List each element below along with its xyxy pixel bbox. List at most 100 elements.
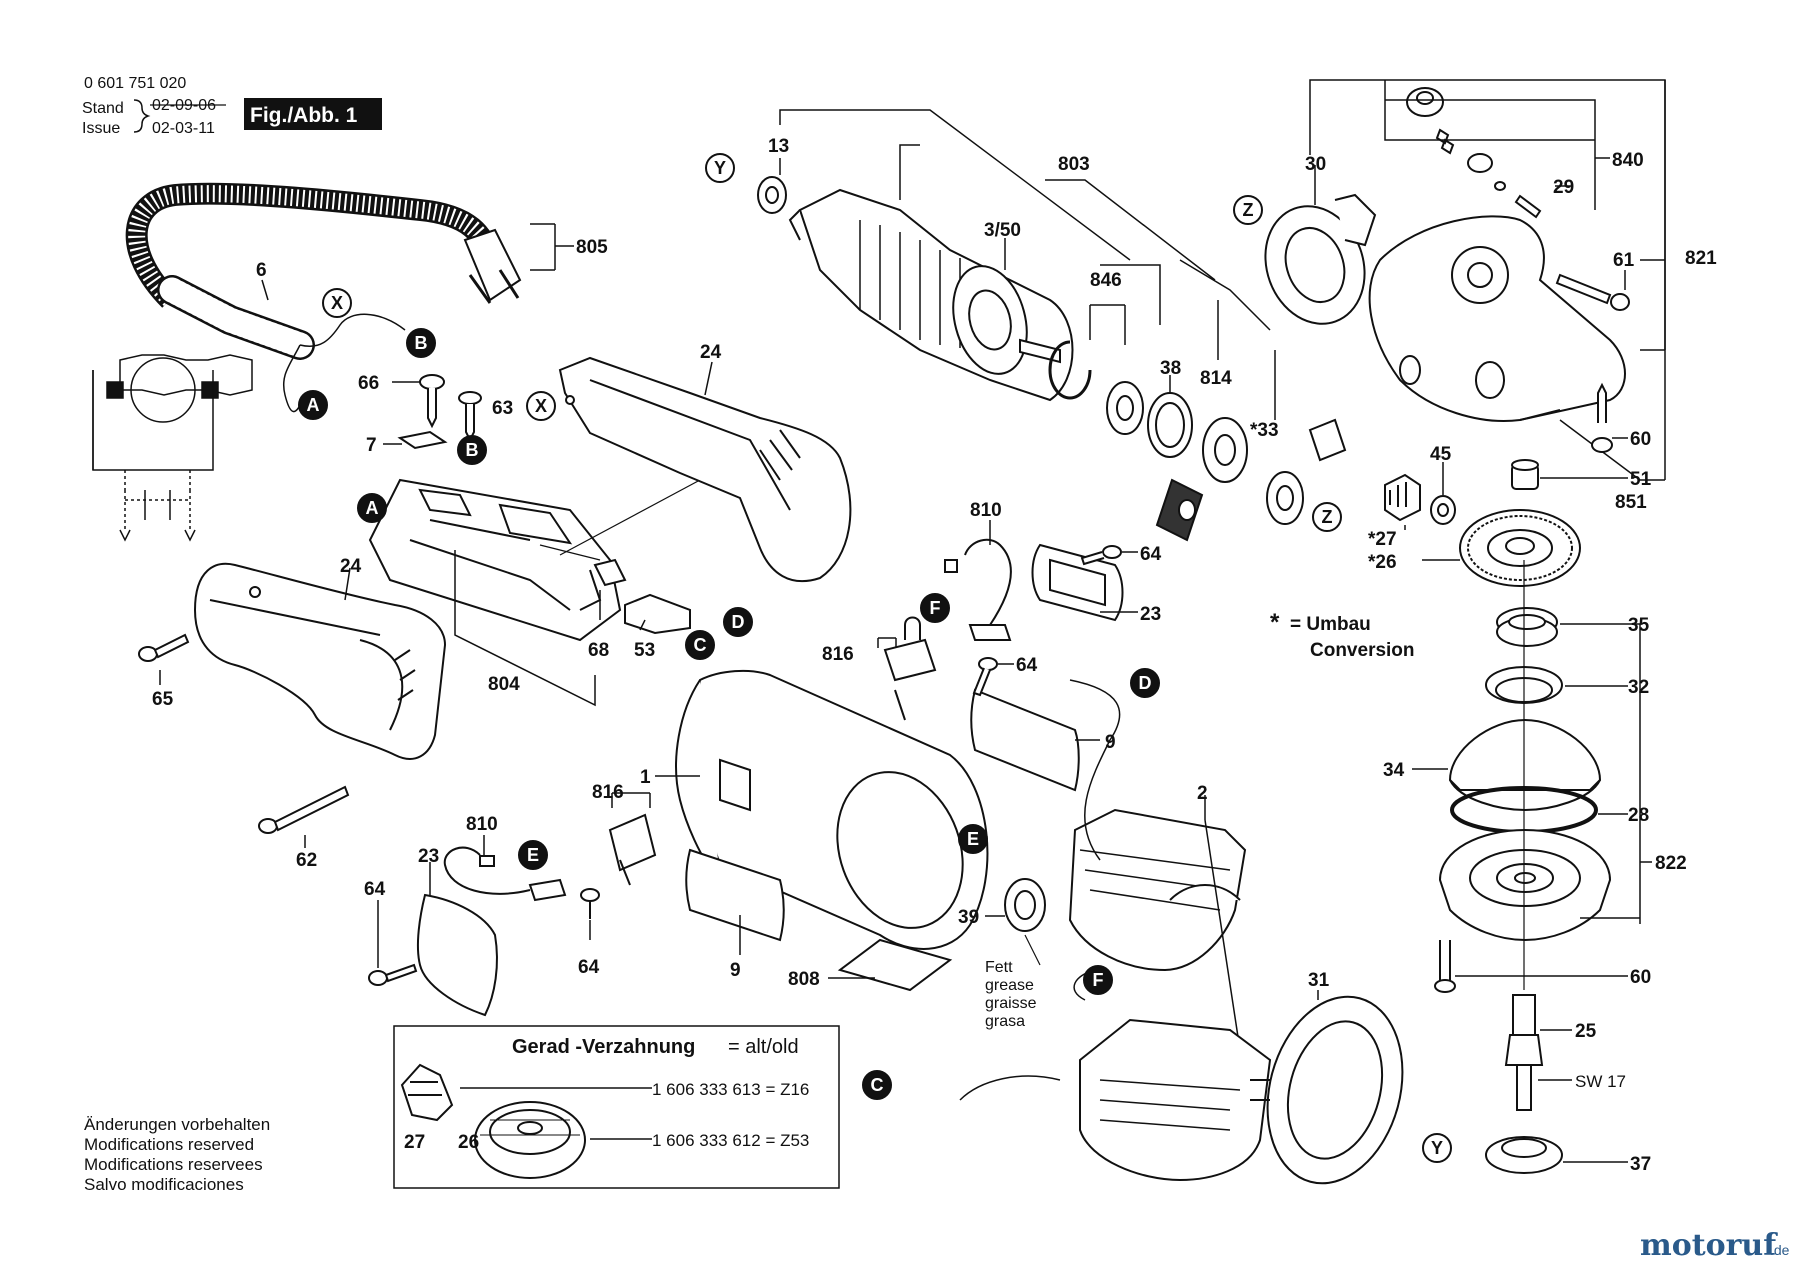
armature [788,188,1074,402]
label-60-top: 60 [1630,429,1651,450]
label-1: 1 [640,767,651,788]
label-64-right: 64 [1140,544,1162,565]
screw-60-top [1591,382,1613,453]
field-coil [1079,1018,1272,1182]
wiring-schematic [92,354,253,542]
callout-d-circle [1130,668,1160,698]
carbon-brush-810-top [944,538,1012,641]
label-840: 840 [1612,150,1644,171]
bevel-gear-30 [1264,193,1377,325]
callout-e-circle [518,840,548,870]
label-2: 2 [1197,783,1208,804]
label-822: 822 [1655,853,1687,874]
callout-a-circle [298,390,328,420]
grease-note-2: grease [985,977,1034,994]
label-33: *33 [1250,420,1279,441]
sleeve-51 [1511,459,1539,490]
callout-x-letter: X [331,293,343,313]
callout-e-letter: E [967,829,979,849]
label-821: 821 [1685,248,1717,269]
label-31: 31 [1308,970,1330,991]
switch-assembly [368,478,622,642]
straight-toothing-box [393,1025,840,1189]
label-23-left: 23 [418,846,439,867]
lock-button-840 [1406,87,1542,219]
label-64-brush: 64 [1016,655,1038,676]
label-13: 13 [768,136,789,157]
callout-e-letter: E [527,845,539,865]
callout-b-circle [406,328,436,358]
label-35: 35 [1628,615,1650,636]
screw-62 [258,785,350,834]
figure-label-box [244,98,382,130]
screw-63 [458,391,482,443]
label-9-top: 9 [1105,732,1116,753]
screw-66 [419,374,445,429]
label-68: 68 [588,640,609,661]
label-60-bottom: 60 [1630,967,1651,988]
conversion-line2: Conversion [1310,640,1415,661]
callout-z-letter: Z [1243,200,1254,220]
bearing-flange [1438,828,1612,942]
spindle-25 [1504,994,1544,1111]
screw-64-bottom-mid [580,888,600,919]
callout-e-circle [958,824,988,854]
gear-box-row2-part: 1 606 333 612 = Z53 [652,1131,809,1150]
ball-bearing-814 [1202,417,1248,483]
grease-note-3: graisse [985,995,1037,1012]
label-39: 39 [958,907,979,928]
label-851: 851 [1615,492,1647,513]
label-808: 808 [788,969,820,990]
nut-45 [1430,495,1456,525]
callout-z-letter: Z [1322,507,1333,527]
callout-d-letter: D [732,612,745,632]
bearing-ring-38 [1147,392,1193,458]
footer-note-4: Salvo modificaciones [84,1175,244,1194]
doc-number: 0 601 751 020 [84,75,186,92]
power-cord [125,182,522,413]
screw-64-brush [972,657,998,697]
gear-box-title-bold: Gerad -Verzahnung [512,1036,695,1058]
stator-2 [1068,808,1247,972]
bearing-cap-814 [1155,478,1204,542]
gear-box-row1-num: 27 [404,1132,425,1153]
callout-f-circle [920,593,950,623]
washer-38 [1106,381,1144,435]
label-65: 65 [152,689,174,710]
label-9-bottom: 9 [730,960,741,981]
label-51: 51 [1630,469,1652,490]
brush-holder-816-bottom [608,813,657,886]
grease-note-1: Fett [985,959,1013,976]
conversion-star: * [1270,609,1280,636]
label-45: 45 [1430,444,1452,465]
label-29: 29 [1553,177,1574,198]
label-810-top: 810 [970,500,1002,521]
callout-d-letter: D [1139,673,1152,693]
bevel-gear-26 [1459,509,1581,587]
callout-x-circle [526,391,556,421]
brush-holder-816-top [883,616,937,721]
callout-b-circle [457,435,487,465]
label-6: 6 [256,260,267,281]
callout-c-letter: C [694,635,707,655]
label-62: 62 [296,850,317,871]
callout-c-circle [862,1070,892,1100]
callout-d-circle [723,607,753,637]
rear-handle-top [558,356,852,583]
callout-c-circle [685,630,715,660]
label-805: 805 [576,237,608,258]
rear-handle-left [193,562,447,760]
label-sw17: SW 17 [1575,1072,1626,1091]
label-53: 53 [634,640,655,661]
gear-housing [1368,215,1626,422]
screw-61 [1555,273,1630,311]
needle-bearing-39 [1004,878,1046,932]
label-37: 37 [1630,1154,1651,1175]
label-3-50: 3/50 [984,220,1021,241]
label-803: 803 [1058,154,1090,175]
callout-a-letter: A [366,498,379,518]
issue-label: Issue [82,120,120,137]
gear-box-title-rest: = alt/old [728,1036,799,1058]
grease-note-4: grasa [985,1013,1025,1030]
